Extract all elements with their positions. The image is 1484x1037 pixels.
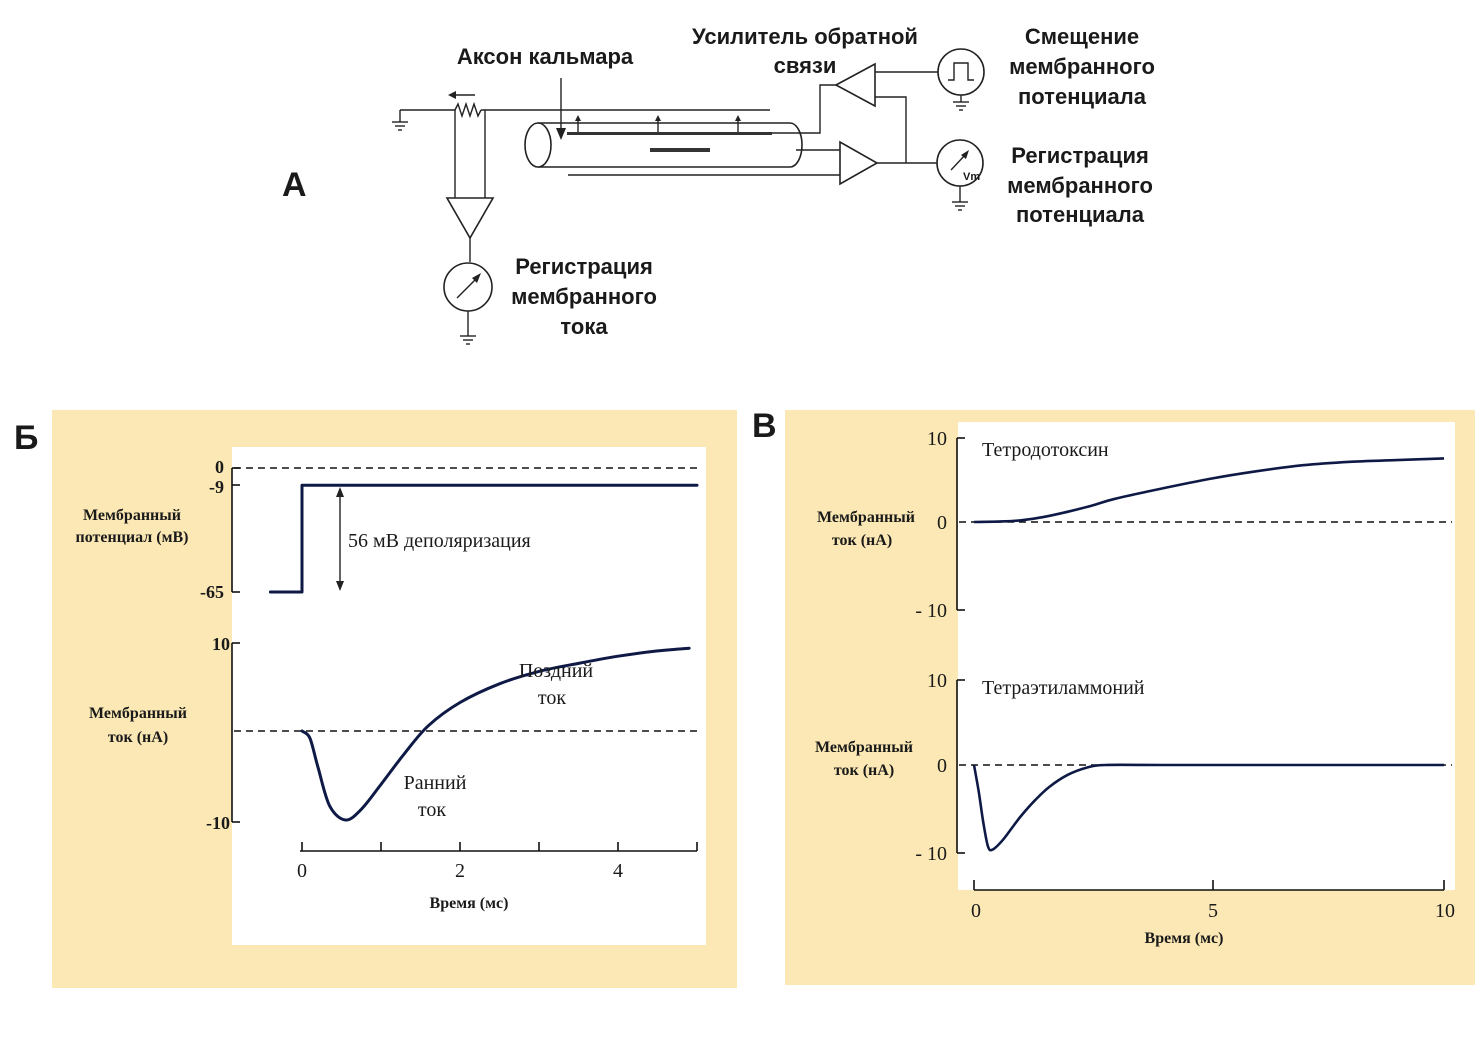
- panel-c-xlabel: Время (мс): [1145, 930, 1224, 947]
- potential-shift-line-1: Смещение: [1025, 24, 1139, 49]
- late-current-line-1: Поздний: [519, 660, 594, 682]
- resistor-icon: [454, 101, 482, 119]
- bottom-ylabel-line-2: ток (нА): [834, 762, 894, 779]
- top-tick-minus10: - 10: [915, 600, 947, 622]
- bottom-title: Тетраэтиламмоний: [982, 677, 1145, 699]
- potential-tick-0: 0: [215, 457, 224, 477]
- ground-icon: [952, 201, 968, 211]
- current-record-label: Регистрация мембранного тока: [511, 254, 657, 339]
- panel-b-xtick-4: 4: [613, 860, 623, 882]
- tetrodotoxin-trace: [973, 457, 1445, 524]
- current-tick-10: 10: [212, 634, 230, 654]
- panel-c-letter: В: [752, 407, 777, 445]
- current-record-line-2: мембранного: [511, 284, 657, 309]
- pulse-generator-icon: [937, 48, 985, 96]
- potential-record-line-3: потенциала: [1016, 202, 1145, 227]
- potential-record-line-2: мембранного: [1007, 173, 1153, 198]
- current-amplifier: [445, 197, 495, 240]
- early-current-line-1: Ранний: [404, 772, 467, 794]
- voltage-amplifier: [839, 140, 879, 186]
- arrow-left-icon: [448, 91, 475, 99]
- panel-b-xlabel: Время (мс): [430, 895, 509, 912]
- bottom-tick-minus10: - 10: [915, 843, 947, 865]
- bottom-ylabel-line-1: Мембранный: [815, 739, 913, 756]
- potential-tick-minus9: -9: [209, 477, 224, 497]
- potential-shift-line-2: мембранного: [1009, 54, 1155, 79]
- panel-b-xtick-2: 2: [455, 860, 465, 882]
- panel-b-letter: Б: [14, 419, 38, 457]
- feedback-amp-line-2: связи: [774, 53, 837, 78]
- current-trace: [300, 646, 691, 822]
- top-ylabel-line-2: ток (нА): [832, 532, 892, 549]
- squid-axon: [524, 115, 803, 168]
- panel-a: А: [282, 24, 1155, 345]
- depolarization-arrow: [336, 487, 344, 591]
- potential-record-line-1: Регистрация: [1011, 143, 1149, 168]
- current-ylabel-line-1: Мембранный: [89, 705, 187, 722]
- top-title: Тетродотоксин: [982, 439, 1109, 461]
- panel-c-xtick-10: 10: [1435, 900, 1455, 922]
- panel-c-xtick-5: 5: [1208, 900, 1218, 922]
- bottom-tick-0: 0: [937, 755, 947, 777]
- late-current-line-2: ток: [538, 687, 566, 709]
- vm-symbol: Vm: [963, 171, 980, 183]
- depolarization-label: 56 мВ деполяризация: [348, 530, 531, 552]
- current-record-line-1: Регистрация: [515, 254, 653, 279]
- current-ylabel-line-2: ток (нА): [108, 729, 168, 746]
- feedback-amplifier: [834, 62, 876, 108]
- potential-step-trace: [268, 483, 699, 594]
- panel-c: В 10 0 - 10 Мембранный ток (нА) Тетродот…: [752, 407, 1475, 985]
- bottom-tick-10: 10: [927, 670, 947, 692]
- potential-tick-minus65: -65: [200, 582, 224, 602]
- potential-ylabel-line-1: Мембранный: [83, 507, 181, 524]
- tetraethylammonium-trace: [972, 763, 1444, 852]
- ground-icon: [460, 335, 476, 345]
- current-tick-minus10: -10: [206, 813, 230, 833]
- feedback-amp-line-1: Усилитель обратной: [692, 24, 918, 49]
- potential-shift-line-3: потенциала: [1018, 84, 1147, 109]
- panel-c-plot-area: [958, 422, 1455, 890]
- panel-b: Б 0 -9 -65 Мембранный потенциал (мВ) 56 …: [14, 410, 737, 988]
- panel-b-x-ticks: [301, 842, 698, 851]
- panel-b-xtick-0: 0: [297, 860, 307, 882]
- current-record-line-3: тока: [560, 314, 608, 339]
- top-ylabel-line-1: Мембранный: [817, 509, 915, 526]
- panel-c-xtick-0: 0: [971, 900, 981, 922]
- potential-ylabel-line-2: потенциал (мВ): [76, 529, 189, 546]
- early-current-line-2: ток: [418, 799, 446, 821]
- voltmeter-icon: Vm: [936, 139, 984, 187]
- ground-icon: [953, 101, 969, 111]
- current-meter-icon: [443, 262, 493, 312]
- top-tick-10: 10: [927, 428, 947, 450]
- top-tick-0: 0: [937, 512, 947, 534]
- axon-label: Аксон кальмара: [457, 44, 634, 69]
- panel-a-letter: А: [282, 166, 307, 204]
- ground-icon: [392, 110, 408, 131]
